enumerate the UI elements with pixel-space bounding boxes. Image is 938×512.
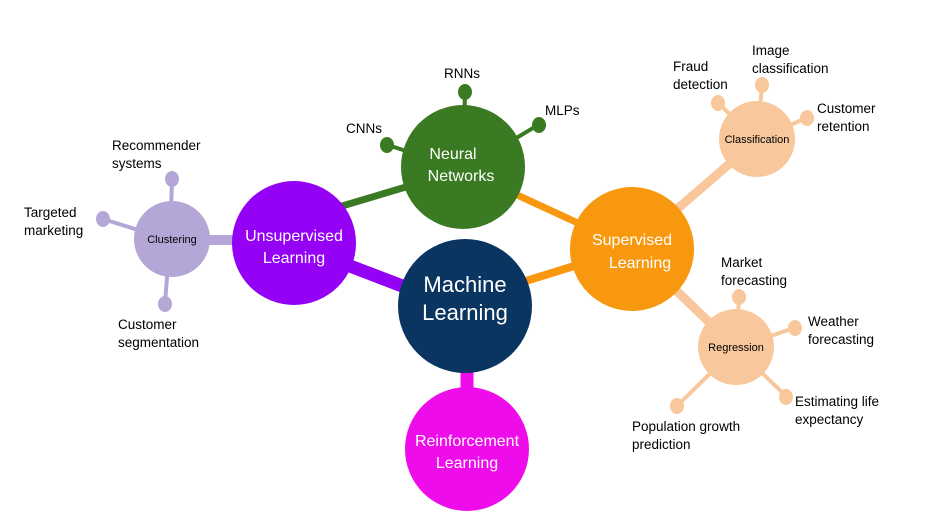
leaf-recommender-line1: Recommender [112,138,201,153]
knob-life [779,389,793,405]
leaf-retention-line2: retention [817,119,870,134]
leaf-targeted-line2: marketing [24,223,83,238]
knob-weather [788,320,802,336]
node-regression[interactable]: Regression [698,309,774,385]
leaf-fraud-line2: detection [673,77,728,92]
leaf-life-line1: Estimating life [795,394,879,409]
node-reinforcement-learning[interactable]: Reinforcement Learning [405,387,529,511]
leaf-image-line1: Image [752,43,790,58]
leaf-labels: CNNs RNNs MLPs Fraud detection Image cla… [24,43,879,452]
unsupervised-line1: Unsupervised [245,228,343,245]
leaf-market-line2: forecasting [721,273,787,288]
knob-fraud [711,95,725,111]
unsupervised-line2: Learning [263,250,325,267]
leaf-weather-line1: Weather [808,314,859,329]
leaf-segmentation-line2: segmentation [118,335,199,350]
leaf-life-line2: expectancy [795,412,864,427]
node-machine-learning[interactable]: Machine Learning [398,239,532,373]
knob-segmentation [158,296,172,312]
leaf-retention-line1: Customer [817,101,876,116]
leaf-cnns: CNNs [346,121,382,136]
leaf-mlps: MLPs [545,103,580,118]
node-classification[interactable]: Classification [719,101,795,177]
supervised-line1: Supervised [592,232,672,249]
reinforcement-line1: Reinforcement [415,433,520,450]
leaf-population-line1: Population growth [632,419,740,434]
leaf-knobs [96,77,814,414]
supervised-line2: Learning [609,255,671,272]
leaf-population-line2: prediction [632,437,691,452]
leaf-weather-line2: forecasting [808,332,874,347]
leaf-segmentation-line1: Customer [118,317,177,332]
leaf-targeted-line1: Targeted [24,205,77,220]
leaf-rnns: RNNs [444,66,480,81]
node-unsupervised-learning[interactable]: Unsupervised Learning [232,181,356,305]
classification-label: Classification [725,134,790,146]
node-neural-networks[interactable]: Neural Networks [401,105,525,229]
knob-market [732,289,746,305]
machine-learning-line2: Learning [422,300,508,325]
node-supervised-learning[interactable]: Supervised Learning [570,187,694,311]
knob-mlps [532,117,546,133]
regression-label: Regression [708,342,764,354]
knob-cnns [380,137,394,153]
knob-targeted [96,211,110,227]
clustering-label: Clustering [147,234,197,246]
node-clustering[interactable]: Clustering [134,201,210,277]
leaf-fraud-line1: Fraud [673,59,708,74]
leaf-image-line2: classification [752,61,829,76]
machine-learning-line1: Machine [423,272,506,297]
leaf-recommender-line2: systems [112,156,162,171]
neural-line1: Neural [429,146,476,163]
knob-recommender [165,171,179,187]
knob-rnns [458,84,472,100]
leaf-market-line1: Market [721,255,763,270]
knob-image [755,77,769,93]
knob-retention [800,110,814,126]
knob-population [670,398,684,414]
reinforcement-line2: Learning [436,455,498,472]
neural-line2: Networks [428,168,495,185]
